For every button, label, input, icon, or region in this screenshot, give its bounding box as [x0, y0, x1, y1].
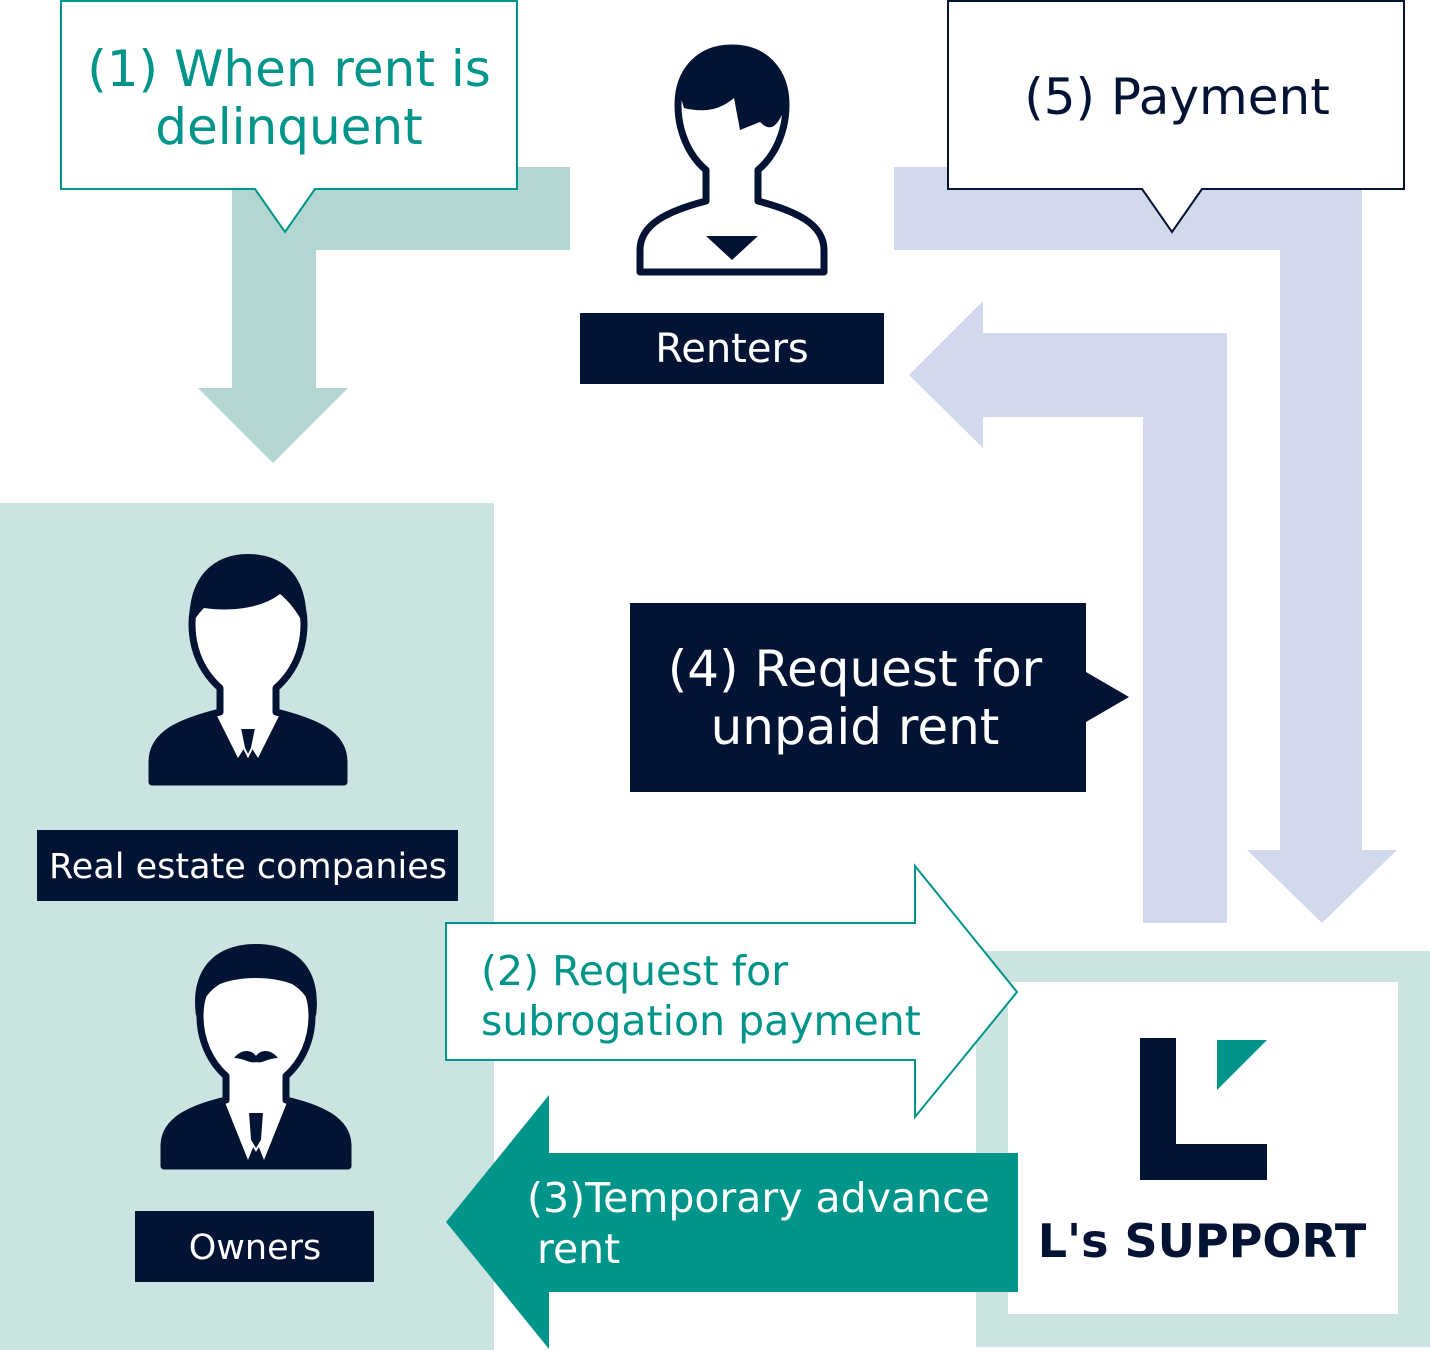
arrow-step4-request-unpaid	[909, 301, 1227, 923]
callout-step4	[630, 603, 1129, 792]
step1-label-line1: (1) When rent is	[87, 40, 491, 98]
renters-label: Renters	[655, 326, 809, 372]
arrow-step5-payment	[894, 167, 1397, 923]
renter-person-icon	[636, 44, 828, 276]
arrow-step1-delinquent	[198, 167, 570, 463]
ls-support-logo-text: L's SUPPORT	[1038, 1214, 1367, 1268]
renters-label-box	[580, 313, 884, 384]
arrow-step3-advance-rent	[446, 1095, 1018, 1349]
step2-label-line2: subrogation payment	[481, 997, 921, 1045]
owner-mustache-icon	[160, 944, 352, 1170]
step5-label: (5) Payment	[1024, 68, 1330, 126]
step3-label-line1: (3)Temporary advance	[527, 1174, 990, 1222]
step3-label-line2: rent	[537, 1225, 620, 1273]
callout-step1	[60, 0, 518, 234]
arrow-step2-subrogation	[445, 863, 1019, 1120]
callout-step5	[947, 0, 1405, 234]
real-estate-label-box	[37, 830, 458, 901]
step1-label-line2: delinquent	[155, 98, 422, 156]
owners-label: Owners	[189, 1228, 322, 1268]
step2-label-line1: (2) Request for	[481, 947, 788, 995]
businessman-icon	[148, 554, 348, 786]
owners-label-box	[135, 1211, 374, 1282]
step4-label-line1: (4) Request for	[668, 640, 1043, 698]
step4-label-line2: unpaid rent	[711, 698, 1000, 756]
real-estate-label: Real estate companies	[49, 847, 447, 887]
ls-support-logo-mark	[1140, 1038, 1267, 1180]
